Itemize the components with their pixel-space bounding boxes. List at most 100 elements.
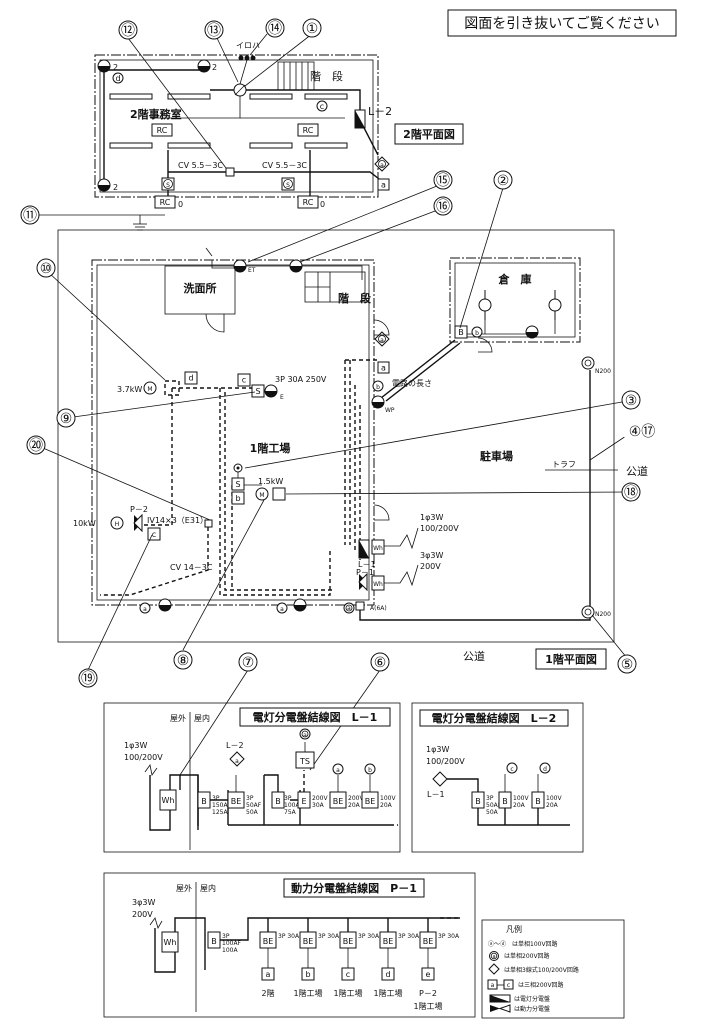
iroha-label: イロハ xyxy=(236,41,260,50)
panel-l2-icon xyxy=(354,109,366,129)
s-label-2: S xyxy=(235,480,240,489)
p1-load-box xyxy=(301,967,315,981)
legend-r4: は三相200V回路 xyxy=(518,981,564,989)
panel-p2-icon xyxy=(133,513,143,533)
legend-r5: は電灯分電盤 xyxy=(514,995,550,1003)
callout-11-text: ⑪ xyxy=(23,208,37,224)
warehouse-breaker-b: B xyxy=(458,328,464,337)
l1-circ-b: b xyxy=(368,767,372,774)
floor1-stairs-label: 階 段 xyxy=(338,291,371,305)
legend-r2: は単相200V回路 xyxy=(504,952,550,960)
wh-l1: Wh xyxy=(373,545,383,552)
callout-7: ⑦ xyxy=(238,652,258,672)
floor1-stairs xyxy=(304,271,366,303)
ground-icon xyxy=(60,214,165,231)
l1-diamond-a: a xyxy=(235,758,239,765)
rc-label-3: RC xyxy=(160,198,171,207)
callout-12: ⑫ xyxy=(118,20,138,40)
bottom-circ-a-3: a xyxy=(347,605,351,612)
a6a-label: A(6A) xyxy=(370,605,387,612)
count-2-label-c: 2 xyxy=(212,63,217,72)
box-a-label: a xyxy=(381,364,386,373)
callout-20-text: ⑳ xyxy=(29,438,43,454)
l2-circ-c: c xyxy=(510,766,513,773)
cv14-label: CV 14－3C xyxy=(170,563,213,572)
callout-13-text: ⑬ xyxy=(207,23,221,39)
legend-r6: は動力分電盤 xyxy=(514,1005,550,1013)
callout-10-text: ⑩ xyxy=(40,261,53,277)
l2-title: 電灯分電盤結線図 L－2 xyxy=(432,711,557,725)
l1-main-b: B xyxy=(201,797,207,806)
n200-top: N200 xyxy=(595,368,611,375)
legend-r4-a: a xyxy=(491,982,495,989)
rc-label-4: RC xyxy=(303,198,314,207)
callout-15-text: ⑮ xyxy=(436,173,450,189)
callout-19-text: ⑲ xyxy=(81,671,95,687)
e-label: E xyxy=(280,394,284,401)
callout-13: ⑬ xyxy=(204,20,224,40)
p1-load-label: a xyxy=(266,970,271,979)
p1-load-box xyxy=(381,967,395,981)
l2-from-l1: L－1 xyxy=(427,790,445,799)
bottom-circ-a-1: a xyxy=(143,606,147,613)
switch-s-1: S xyxy=(166,182,170,189)
callout-19: ⑲ xyxy=(78,668,98,688)
callouts: ① ② ③ ④⑰ ⑤ ⑥ ⑦ ⑧ ⑨ ⑩ ⑪ ⑫ ⑬ ⑭ ⑮ ⑯ ⑱ ⑲ ⑳ xyxy=(20,18,662,776)
callout-14-text: ⑭ xyxy=(268,21,282,37)
l1-wh: Wh xyxy=(162,796,175,805)
legend-r4-c: c xyxy=(507,982,510,989)
trough-label: トラフ xyxy=(552,460,576,469)
callout-11: ⑪ xyxy=(20,205,40,225)
p1-breaker-be: BE xyxy=(343,937,354,946)
callout-18-text: ⑱ xyxy=(624,485,638,501)
supply-3phase-v: 200V xyxy=(420,562,441,571)
legend-r1: ⓐ～ⓓ は単相100V回路 xyxy=(488,940,558,948)
callout-4-17: ④⑰ xyxy=(622,422,662,440)
l1-be-3: BE xyxy=(365,797,376,806)
l1-supply-v: 100/200V xyxy=(124,753,163,762)
l2-main-b: B xyxy=(475,797,481,806)
box-b-label: b xyxy=(235,494,240,503)
panel-p2-label: P－2 xyxy=(130,505,148,514)
p1-load-label: b xyxy=(305,970,310,979)
cable-cv55-1: CV 5.5－3C xyxy=(178,161,223,170)
p1-load-label: c xyxy=(346,970,350,979)
circuit-b-label: b xyxy=(376,384,380,391)
l1-ts: TS xyxy=(299,757,310,766)
l1-title: 電灯分電盤結線図 L－1 xyxy=(253,710,378,724)
rc-label-2: RC xyxy=(303,126,314,135)
l2-supply-v: 100/200V xyxy=(426,757,465,766)
p1-load-box xyxy=(341,967,355,981)
floor2-title: 2階平面図 xyxy=(403,127,455,141)
motor-15kw-label: 1.5kW xyxy=(258,477,283,486)
legend-title: 凡例 xyxy=(506,924,522,934)
warehouse-lights xyxy=(478,290,562,339)
callout-9-text: ⑨ xyxy=(60,411,73,427)
outlet-label: 3P 30A 250V xyxy=(275,375,327,384)
motor-m-label-1: M xyxy=(147,386,152,393)
parking-label: 駐車場 xyxy=(480,449,513,463)
p1-main-b: B xyxy=(211,937,217,946)
callout-12-text: ⑫ xyxy=(121,23,135,39)
floor2-stairs xyxy=(277,61,315,91)
callout-2-text: ② xyxy=(497,173,510,189)
legend: 凡例 ⓐ～ⓓ は単相100V回路 a は単相200V回路 は単相3線式100/2… xyxy=(481,919,625,1019)
l2-supply: 1φ3W xyxy=(426,745,449,754)
supply-3phase: 3φ3W xyxy=(420,551,443,560)
s-label: S xyxy=(255,387,260,396)
wire-length-label: 電路の長さ xyxy=(392,378,432,388)
callout-20: ⑳ xyxy=(26,435,46,455)
p1-load-box xyxy=(261,967,275,981)
p1-outside: 屋外 xyxy=(176,883,192,893)
l1-inside: 屋内 xyxy=(194,713,210,723)
wall-light-icon xyxy=(97,59,211,192)
panel-l1-icon xyxy=(358,539,370,559)
